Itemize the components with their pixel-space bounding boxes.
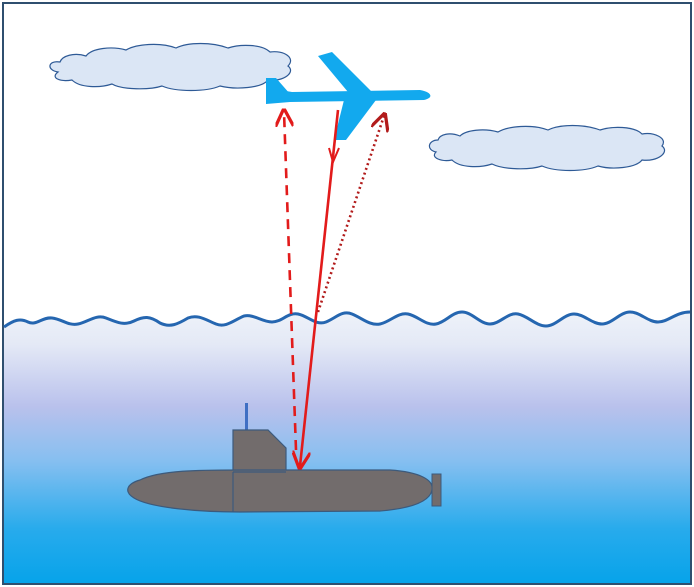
submarine: [127, 403, 442, 513]
submarine-icon: [127, 403, 442, 513]
submarine-propeller: [431, 473, 442, 507]
cloud-right: [428, 124, 666, 172]
airplane-icon: [266, 52, 431, 140]
cloud-left: [49, 42, 292, 92]
submarine-hull: [127, 469, 433, 513]
water-body: [4, 312, 690, 583]
cloud-icon: [49, 42, 292, 92]
submarine-conning-tower: [232, 429, 287, 473]
cloud-icon: [428, 124, 666, 172]
reflected-beam-dashed: [284, 112, 298, 451]
sea-surface-wave: [3, 310, 691, 329]
submarine-mast: [245, 403, 248, 431]
transmitted-beam-arrow: [328, 147, 340, 165]
transmitted-beam: [300, 109, 340, 466]
aircraft: [266, 52, 431, 140]
